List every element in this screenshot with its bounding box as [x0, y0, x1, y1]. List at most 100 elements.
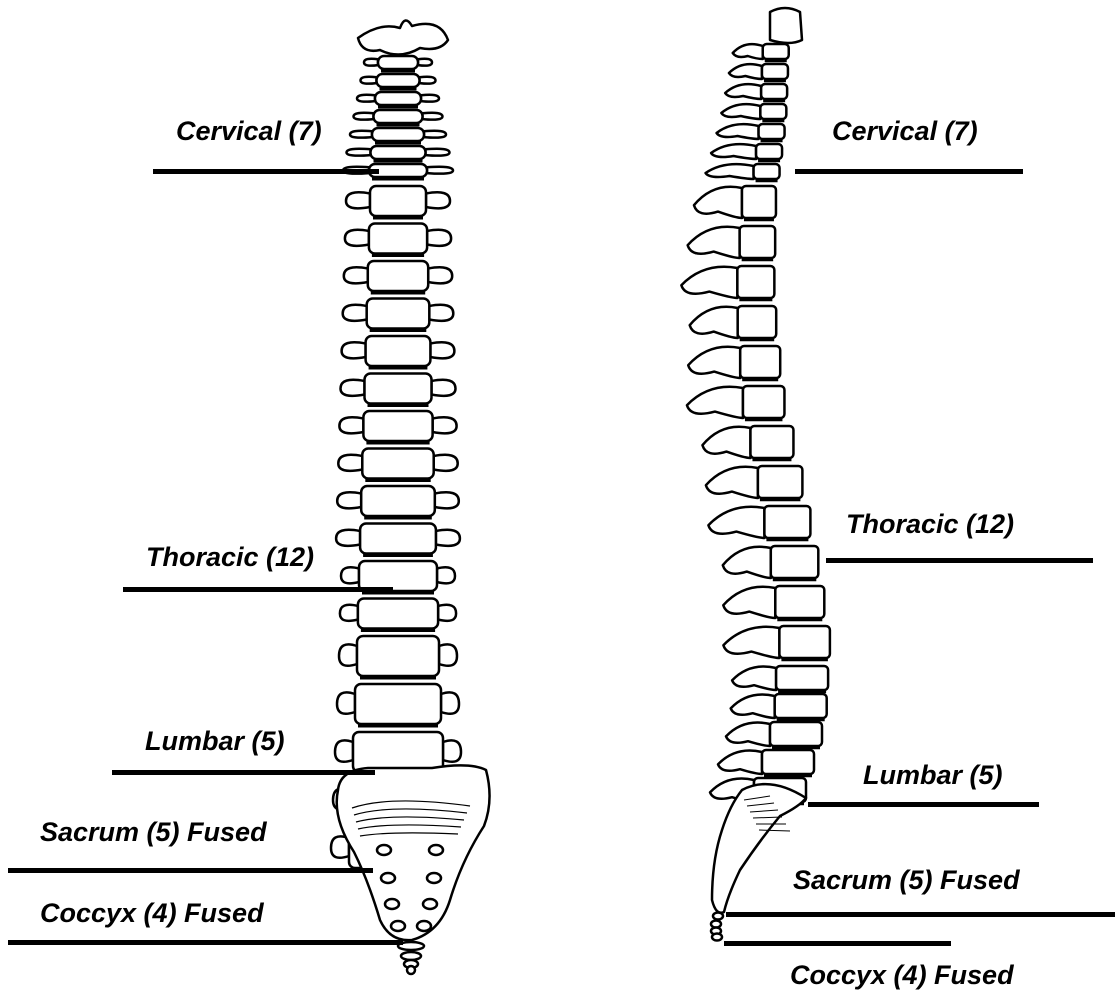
right-transverse-process — [426, 149, 450, 156]
side-view-spine — [681, 8, 830, 941]
cervical-vertebra-side-4 — [717, 124, 785, 141]
left-transverse-process — [339, 417, 363, 433]
cervical-vertebra-side-5 — [711, 144, 782, 161]
vertebral-body — [762, 750, 814, 774]
spinous-process — [731, 695, 775, 718]
vertebral-body — [740, 226, 776, 258]
vertebral-body — [775, 586, 824, 618]
coccyx-front — [398, 942, 424, 974]
vertebral-body — [378, 56, 418, 69]
sacral-foramen — [429, 845, 443, 855]
thoracic-vertebra-side-12 — [687, 386, 785, 420]
spinous-process — [706, 467, 758, 498]
right-transverse-process — [438, 605, 456, 621]
right-transverse-process — [434, 455, 458, 471]
sacral-foramen — [377, 845, 391, 855]
right-transverse-process — [427, 167, 453, 174]
lumbar-vertebra-side-19 — [732, 666, 828, 692]
right-transverse-process — [429, 305, 453, 321]
thoracic-vertebra-side-8 — [688, 226, 776, 260]
lumbar-vertebra-front-20 — [337, 684, 459, 726]
lumbar-vertebra-side-21 — [726, 722, 822, 748]
left-transverse-process — [339, 644, 357, 665]
vertebral-body — [779, 626, 830, 658]
sacrum-side-outline — [712, 784, 806, 913]
side-cervical-leader-line — [795, 169, 1023, 174]
thoracic-vertebra-side-7 — [694, 186, 776, 220]
sacrum-outline — [337, 765, 490, 940]
spinous-process — [723, 627, 779, 658]
cervical-vertebra-side-6 — [706, 164, 780, 181]
spinous-process — [718, 751, 762, 774]
vertebral-body — [372, 128, 424, 141]
spinous-process — [732, 667, 776, 690]
spinous-process — [717, 124, 759, 139]
cervical-vertebra-side-0 — [733, 44, 789, 61]
thoracic-vertebra-side-17 — [723, 586, 824, 620]
sacrum-side — [712, 784, 806, 913]
right-transverse-process — [443, 740, 461, 761]
cervical-vertebra-front-2 — [357, 92, 439, 107]
side-coccyx-leader-line — [724, 941, 951, 946]
thoracic-vertebra-front-7 — [346, 186, 450, 218]
right-transverse-process — [433, 417, 457, 433]
side-thoracic-label: Thoracic (12) — [846, 511, 1014, 538]
vertebral-body — [771, 546, 819, 578]
front-lumbar-leader-line — [112, 770, 375, 775]
left-transverse-process — [346, 192, 370, 208]
vertebral-body — [362, 449, 433, 479]
cervical-vertebra-side-1 — [729, 64, 788, 81]
vertebral-body — [762, 64, 788, 79]
right-transverse-process — [420, 77, 436, 84]
lumbar-vertebra-front-19 — [339, 636, 457, 678]
vertebral-body — [763, 44, 789, 59]
thoracic-vertebra-side-10 — [690, 306, 777, 340]
right-transverse-process — [423, 113, 443, 120]
thoracic-vertebra-front-10 — [343, 299, 454, 331]
right-transverse-process — [418, 59, 432, 66]
spinous-process — [687, 387, 743, 418]
cervical-vertebra-side-3 — [721, 104, 786, 121]
vertebral-body — [357, 636, 439, 676]
vertebral-body — [764, 506, 810, 538]
thoracic-vertebra-front-9 — [344, 261, 452, 293]
atlas-vertebra — [358, 20, 448, 54]
front-thoracic-label: Thoracic (12) — [146, 544, 314, 571]
vertebral-body — [358, 599, 438, 629]
right-transverse-process — [435, 492, 459, 508]
vertebral-body — [738, 306, 777, 338]
front-thoracic-leader-line — [123, 587, 393, 592]
side-coccyx-label: Coccyx (4) Fused — [790, 962, 1014, 989]
spinous-process — [725, 84, 761, 99]
right-transverse-process — [424, 131, 446, 138]
vertebral-body — [737, 266, 774, 298]
thoracic-vertebra-side-9 — [681, 266, 774, 300]
right-transverse-process — [432, 380, 456, 396]
vertebral-body — [363, 411, 432, 441]
right-transverse-process — [421, 95, 439, 102]
spinous-process — [733, 44, 763, 59]
vertebral-body — [369, 224, 427, 254]
vertebral-body — [760, 104, 786, 119]
vertebral-body — [756, 144, 782, 159]
right-transverse-process — [428, 267, 452, 283]
right-transverse-process — [439, 644, 457, 665]
vertebral-body — [776, 666, 828, 690]
left-transverse-process — [337, 492, 361, 508]
vertebral-body — [374, 110, 423, 123]
right-transverse-process — [430, 342, 454, 358]
sacrum-front — [337, 765, 490, 940]
vertebral-body — [775, 694, 827, 718]
spinous-process — [723, 587, 775, 618]
vertebral-body — [371, 146, 426, 159]
thoracic-vertebra-front-8 — [345, 224, 451, 256]
coccyx-side-segment — [713, 913, 723, 920]
left-transverse-process — [336, 530, 360, 546]
left-transverse-process — [344, 267, 368, 283]
spinous-process — [708, 507, 764, 538]
right-transverse-process — [427, 230, 451, 246]
spinous-process — [702, 427, 750, 458]
front-coccyx-leader-line — [8, 940, 403, 945]
